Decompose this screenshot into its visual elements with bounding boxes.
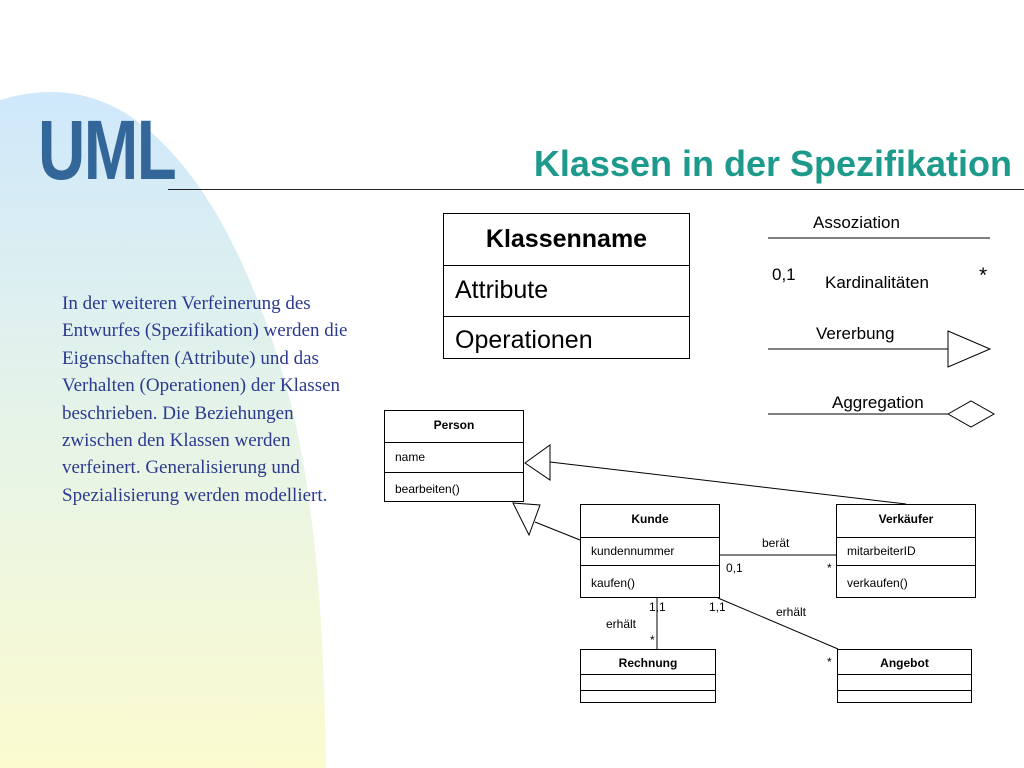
rechnung-multiplicity: *: [650, 633, 655, 647]
description-text: In der weiteren Verfeinerung des Entwurf…: [62, 293, 348, 506]
class-verkaeufer: Verkäufer mitarbeiterID verkaufen(): [836, 504, 976, 598]
verkaeufer-generalization-arrow: [524, 444, 551, 481]
class-kunde-divider-2: [581, 565, 719, 566]
legend-inheritance-label: Vererbung: [816, 324, 895, 343]
class-person: Person name bearbeiten(): [384, 410, 524, 502]
legend-association-label: Assoziation: [813, 213, 900, 232]
page-title: Klassen in der Spezifikation: [533, 143, 1012, 184]
class-verkaeufer-operation: verkaufen(): [847, 576, 908, 590]
angebot-erhaelt-label: erhält: [776, 605, 807, 619]
legend-class-box: Klassenname Attribute Operationen: [443, 213, 690, 359]
class-angebot-name: Angebot: [880, 656, 929, 670]
class-verkaeufer-attribute: mitarbeiterID: [847, 544, 916, 558]
class-kunde: Kunde kundennummer kaufen(): [580, 504, 720, 598]
beraet-label: berät: [762, 536, 790, 550]
class-kunde-name: Kunde: [631, 512, 669, 526]
legend-class-name: Klassenname: [485, 225, 648, 253]
angebot-multiplicity: *: [827, 655, 832, 669]
legend-inheritance-triangle: [947, 330, 992, 368]
class-kunde-divider-1: [581, 537, 719, 538]
legend-divider-1: [444, 265, 689, 266]
rechnung-kunde-multiplicity: 1,1: [649, 600, 666, 614]
legend-operations: Operationen: [455, 326, 593, 354]
legend-cardinality-label: Kardinalitäten: [825, 273, 929, 292]
class-person-attribute: name: [395, 450, 426, 464]
kunde-angebot-line: [717, 597, 839, 650]
class-rechnung-name: Rechnung: [618, 656, 678, 670]
class-angebot-divider-2: [838, 690, 971, 691]
class-verkaeufer-divider-1: [837, 537, 975, 538]
class-rechnung: Rechnung: [580, 649, 716, 703]
class-angebot-divider-1: [838, 674, 971, 675]
class-angebot: Angebot: [837, 649, 972, 703]
legend-aggregation-label: Aggregation: [832, 393, 924, 412]
beraet-verkaeufer-multiplicity: *: [827, 561, 832, 575]
legend-attributes: Attribute: [455, 276, 549, 304]
class-verkaeufer-name: Verkäufer: [878, 512, 934, 526]
class-kunde-attribute: kundennummer: [591, 544, 675, 558]
uml-logo: UML: [38, 103, 177, 197]
class-person-divider-2: [385, 472, 523, 473]
title-divider: [168, 189, 1024, 190]
rechnung-erhaelt-label: erhält: [606, 617, 637, 631]
class-person-divider-1: [385, 442, 523, 443]
kunde-generalization-arrow: [512, 502, 541, 537]
class-rechnung-divider-1: [581, 674, 715, 675]
angebot-kunde-multiplicity: 1,1: [709, 600, 726, 614]
class-kunde-operation: kaufen(): [591, 576, 636, 590]
class-person-operation: bearbeiten(): [395, 482, 460, 496]
beraet-kunde-multiplicity: 0,1: [726, 561, 743, 575]
legend-cardinality-right: *: [979, 264, 988, 287]
class-rechnung-divider-2: [581, 690, 715, 691]
legend-divider-2: [444, 316, 689, 317]
kunde-generalization-line: [534, 521, 581, 541]
legend-aggregation-diamond: [946, 400, 996, 428]
class-person-name: Person: [433, 418, 475, 432]
legend-cardinality-left: 0,1: [772, 265, 796, 284]
verkaeufer-generalization-line: [549, 461, 907, 505]
class-verkaeufer-divider-2: [837, 565, 975, 566]
